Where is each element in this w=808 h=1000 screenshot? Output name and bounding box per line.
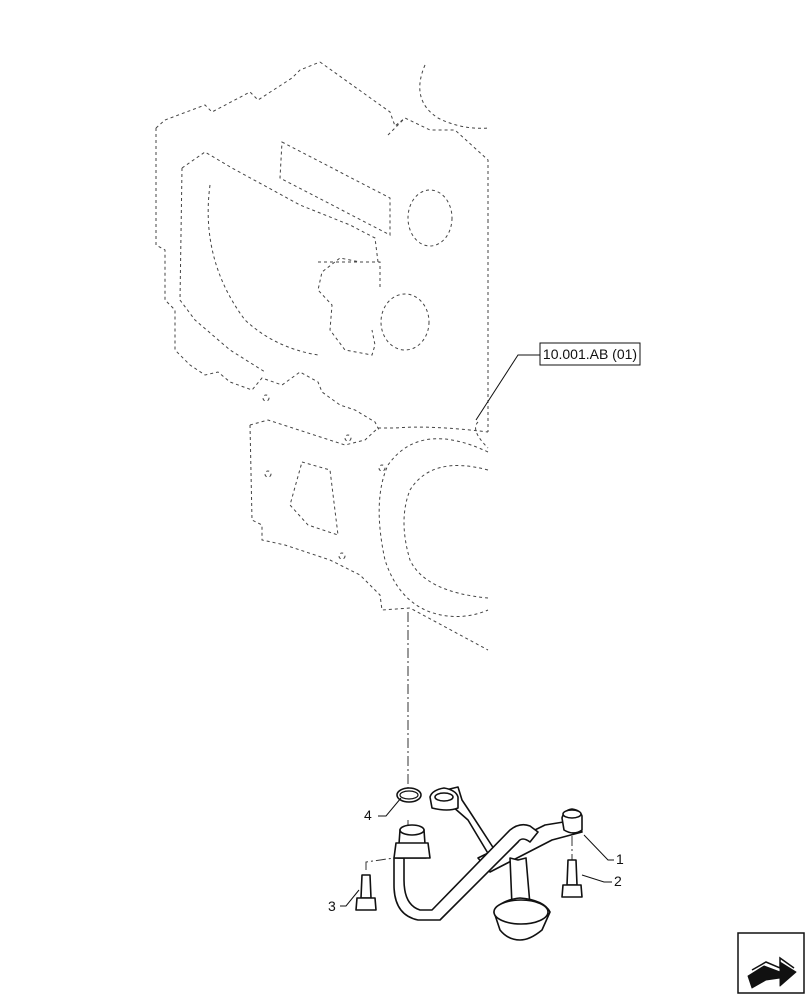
oil-suction-pipe xyxy=(393,786,583,941)
callout-3[interactable]: 3 xyxy=(328,889,360,914)
reference-box xyxy=(539,342,641,366)
callout-number: 2 xyxy=(614,873,622,889)
callout-1[interactable]: 1 xyxy=(583,834,624,867)
reference-label: 10.001.AB (01) xyxy=(543,346,637,362)
callout-number: 3 xyxy=(328,898,336,914)
callout-number: 4 xyxy=(364,807,372,823)
bolt-left xyxy=(355,857,395,911)
callout-number: 1 xyxy=(616,851,624,867)
next-page-arrow-icon[interactable] xyxy=(737,932,805,994)
bolt-right xyxy=(561,836,583,898)
o-ring xyxy=(396,787,422,803)
reference-callout[interactable]: 10.001.AB (01) xyxy=(475,342,641,421)
callout-2[interactable]: 2 xyxy=(581,873,622,889)
engine-block-ghost xyxy=(155,61,489,651)
callout-4[interactable]: 4 xyxy=(364,797,402,823)
